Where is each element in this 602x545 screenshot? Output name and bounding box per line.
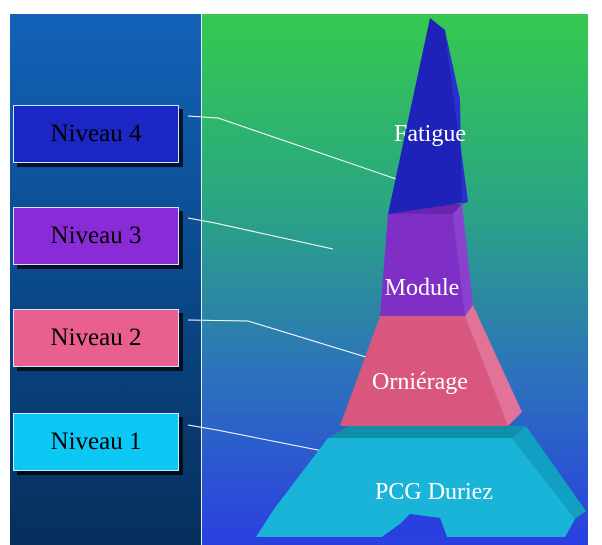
tier-top	[388, 18, 468, 214]
level-box-niveau-4: Niveau 4	[13, 105, 179, 163]
tier-base	[256, 426, 586, 537]
connector-line-niveau-4	[187, 115, 406, 183]
level-label: Niveau 2	[50, 324, 142, 351]
eiffel-tower-graphic: Fatigue Module Orniérage PCG Duriez	[187, 18, 586, 537]
tier-base-arch	[382, 514, 447, 537]
level-label: Niveau 4	[50, 120, 142, 147]
tier-top-front-face	[388, 18, 468, 214]
tier-top-side-face	[445, 30, 468, 204]
level-box-niveau-1: Niveau 1	[13, 413, 179, 471]
level-box-niveau-2: Niveau 2	[13, 309, 179, 367]
connector-line-niveau-2	[187, 319, 380, 362]
diagram-stage: Niveau 4 Niveau 3 Niveau 2 Niveau 1	[10, 14, 588, 545]
tier-base-label: PCG Duriez	[375, 479, 493, 505]
tier-upper-middle-front-face	[380, 214, 465, 316]
panel-divider	[201, 14, 202, 545]
tier-upper-middle	[380, 204, 473, 316]
tier-upper-middle-side-face	[453, 204, 473, 316]
tier-base-top-face	[328, 426, 526, 438]
tier-lower-middle-front-face	[340, 316, 508, 426]
connector-line-niveau-3	[187, 217, 334, 250]
tier-lower-middle-side-face	[465, 305, 522, 426]
tier-upper-middle-label: Module	[385, 275, 460, 301]
tier-top-label: Fatigue	[394, 121, 466, 147]
tier-lower-middle	[340, 305, 522, 426]
level-label: Niveau 3	[50, 222, 142, 249]
connector-line-niveau-1	[187, 424, 334, 454]
tier-base-side-face	[512, 426, 586, 519]
level-box-niveau-3: Niveau 3	[13, 207, 179, 265]
tier-lower-middle-label: Orniérage	[372, 369, 468, 395]
level-label: Niveau 1	[50, 428, 142, 455]
tier-base-front-face	[256, 438, 575, 537]
